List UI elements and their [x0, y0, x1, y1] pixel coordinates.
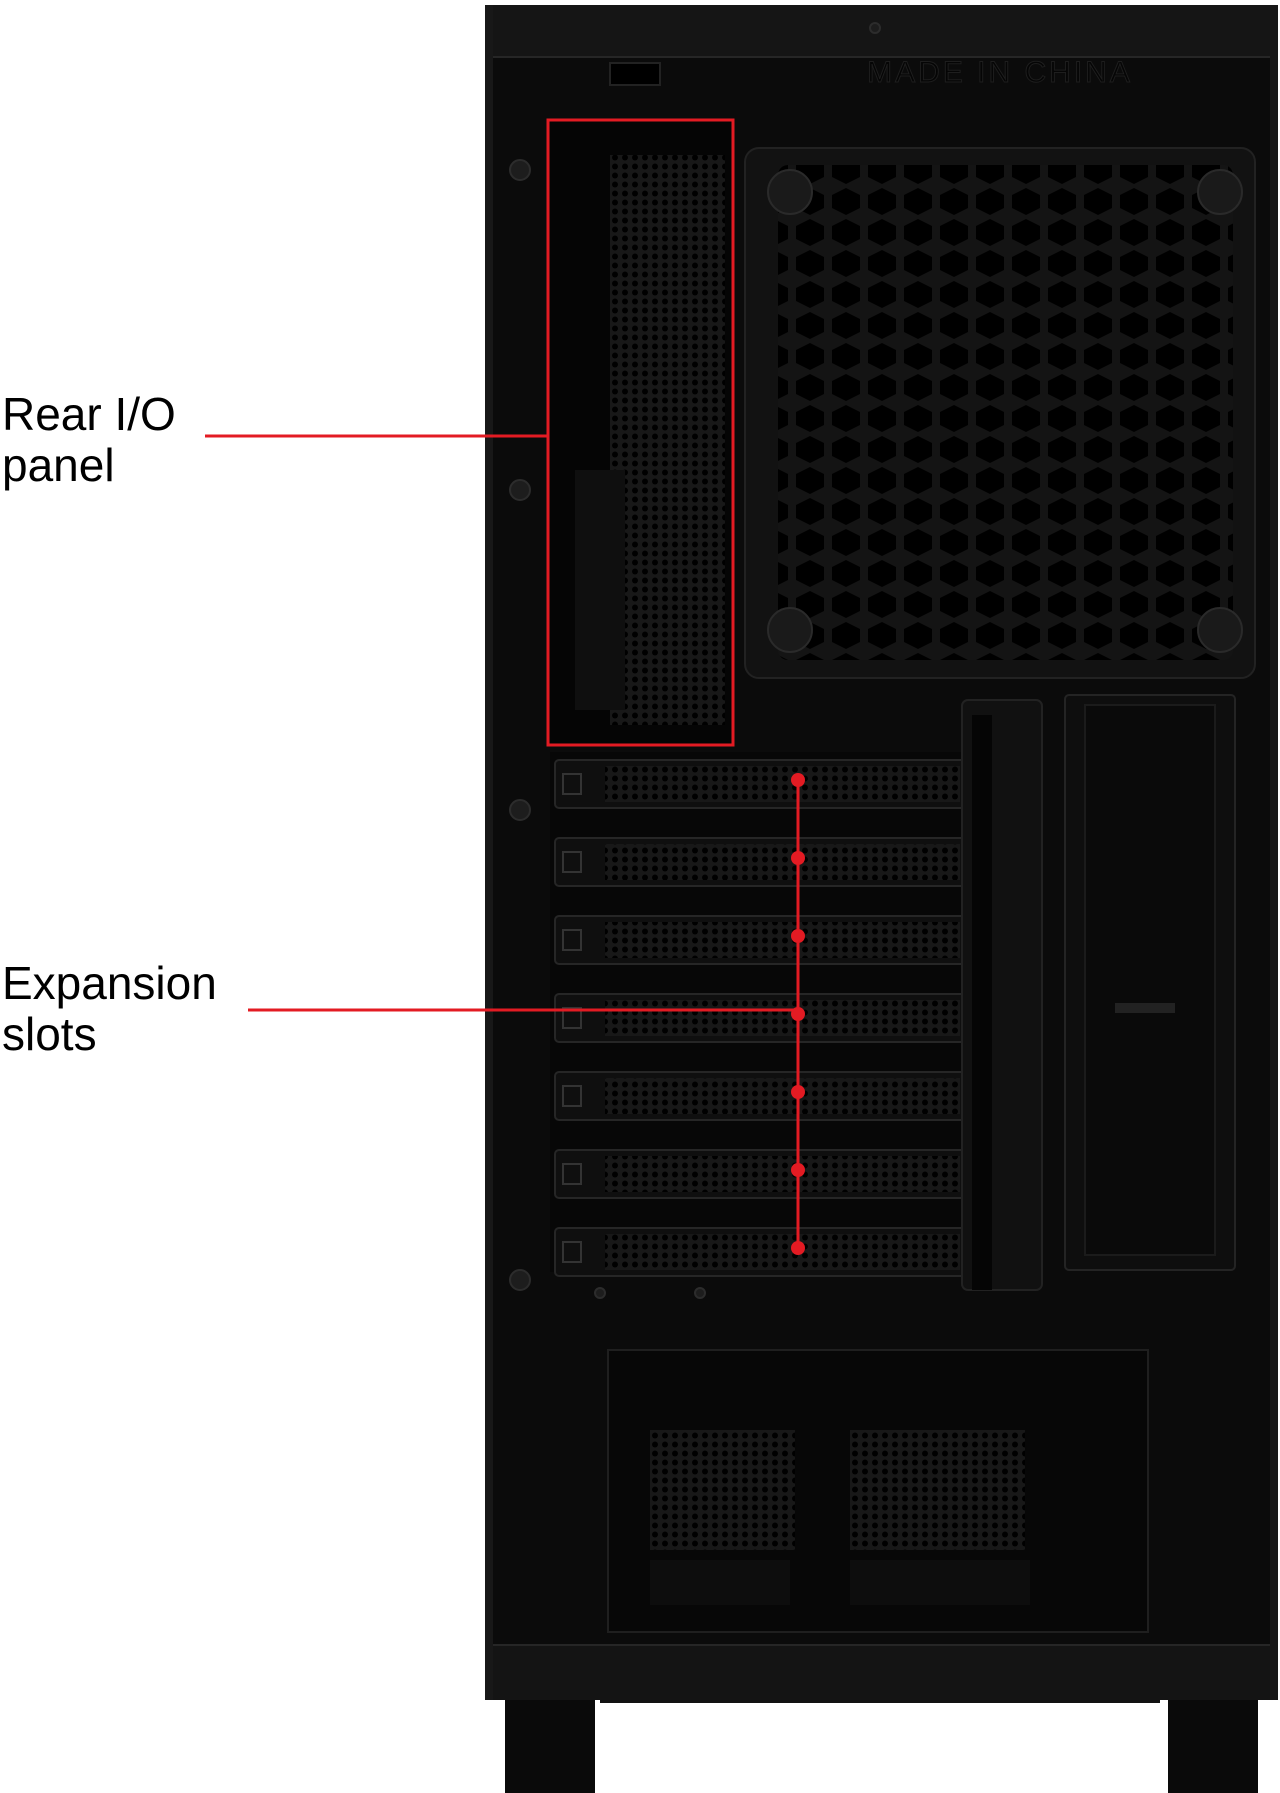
expansion-callout-label: Expansion slots — [2, 958, 217, 1060]
expansion-slot-cover — [554, 1227, 966, 1277]
expansion-slot-cover — [554, 993, 966, 1043]
expansion-slot-dot — [791, 851, 805, 865]
expansion-slot-cover — [554, 837, 966, 887]
expansion-slot-dot — [791, 773, 805, 787]
expansion-slot-cover — [554, 915, 966, 965]
expansion-slot-dot — [791, 1163, 805, 1177]
rear-io-label-line1: Rear I/O — [2, 388, 176, 440]
top-latch — [609, 62, 661, 86]
rear-io-callout-label: Rear I/O panel — [2, 389, 176, 491]
made-in-china-stamp: MADE IN CHINA — [867, 56, 1133, 89]
vertical-gpu-bracket — [961, 694, 1236, 1291]
expansion-slot-cover — [554, 1071, 966, 1121]
rear-io-label-line2: panel — [2, 439, 115, 491]
expansion-slot-dot — [791, 1241, 805, 1255]
psu-bay — [607, 1349, 1149, 1633]
expansion-label-line1: Expansion — [2, 957, 217, 1009]
expansion-slot-covers — [550, 752, 970, 1277]
case-feet — [505, 1685, 1258, 1793]
expansion-slot-dot — [791, 929, 805, 943]
expansion-slot-cover — [554, 1149, 966, 1199]
rear-io-opening — [548, 120, 733, 745]
rear-fan-grille — [744, 147, 1256, 679]
rear-io-highlight-box — [546, 118, 735, 747]
expansion-slot-cover — [554, 759, 966, 809]
expansion-label-line2: slots — [2, 1008, 97, 1060]
expansion-slot-dot — [791, 1085, 805, 1099]
